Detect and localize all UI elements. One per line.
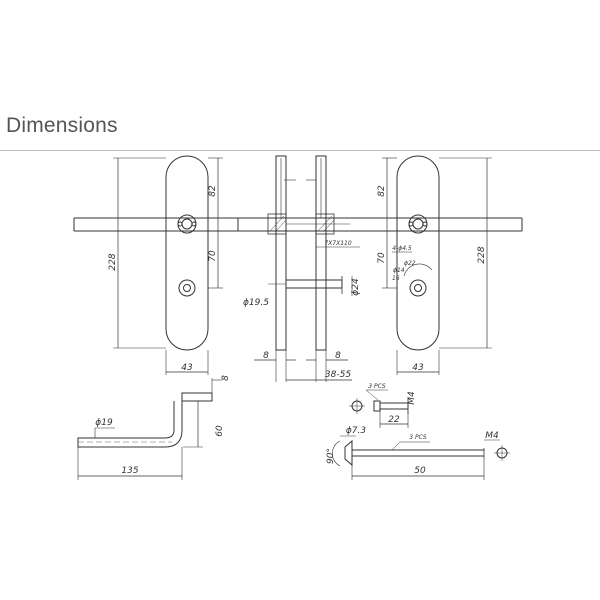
front-view: 228 82 70 43	[73, 155, 239, 375]
back-note-d14: ϕ14	[393, 267, 405, 274]
short-screw-qty-label: 3 PCS	[368, 383, 386, 390]
back-note-16: 16	[392, 275, 400, 282]
back-height-label: 228	[477, 246, 487, 263]
handle-height-label: 60	[215, 425, 225, 437]
back-plate	[396, 155, 440, 351]
long-screw: ϕ7.3 3 PCS M4 90° 50	[326, 426, 510, 480]
side-cylinder-diameter-label: ϕ24	[351, 278, 361, 296]
back-note-holes: 4-ϕ4.5	[392, 245, 412, 252]
back-note-d22: ϕ22	[404, 260, 416, 267]
long-screw-head	[344, 439, 353, 467]
back-width-label: 43	[412, 363, 424, 373]
page-title: Dimensions	[6, 114, 118, 137]
side-door-range-label: 38-55	[325, 370, 351, 380]
short-screw-head	[373, 400, 381, 412]
front-keyhole	[178, 279, 196, 297]
handle-diameter-label: ϕ19	[95, 418, 113, 428]
back-upper-label: 82	[377, 185, 387, 197]
front-height-label: 228	[108, 253, 118, 270]
back-view: 4-ϕ4.5 ϕ22 ϕ14 16 82 70 228 43	[358, 155, 523, 375]
long-screw-length-label: 50	[414, 466, 426, 476]
side-view: 7X7X110 ϕ19.5 ϕ24 8 8 38-55	[238, 155, 361, 382]
handle-offset-label: 8	[221, 375, 231, 381]
short-screw-shank	[379, 402, 409, 410]
side-spindle-label: 7X7X110	[324, 240, 351, 247]
long-screw-angle-label: 90°	[326, 448, 336, 464]
long-screw-thread-label: M4	[485, 431, 499, 441]
short-screw: 3 PCS M4 22	[349, 383, 417, 428]
side-left-thickness-label: 8	[263, 351, 269, 361]
side-cylinder	[285, 279, 343, 289]
front-upper-label: 82	[208, 185, 218, 197]
handle-rose	[181, 392, 213, 402]
long-screw-qty-label: 3 PCS	[409, 434, 427, 441]
short-screw-thread-label: M4	[407, 391, 417, 405]
front-width-label: 43	[181, 363, 193, 373]
back-middle-label: 70	[377, 252, 387, 264]
handle-lever	[77, 401, 183, 448]
front-middle-label: 70	[208, 250, 218, 262]
front-plate	[165, 155, 209, 351]
handle-length-label: 135	[121, 466, 138, 476]
side-left-plate	[275, 155, 287, 351]
back-keyhole	[409, 279, 427, 297]
side-right-thickness-label: 8	[335, 351, 341, 361]
side-right-plate	[315, 155, 327, 351]
handle-view: 8 60 ϕ19 135	[77, 375, 231, 480]
short-screw-length-label: 22	[388, 415, 400, 425]
long-screw-head-label: ϕ7.3	[346, 426, 367, 436]
side-rose-diameter-label: ϕ19.5	[243, 298, 269, 308]
title-divider	[0, 150, 600, 151]
